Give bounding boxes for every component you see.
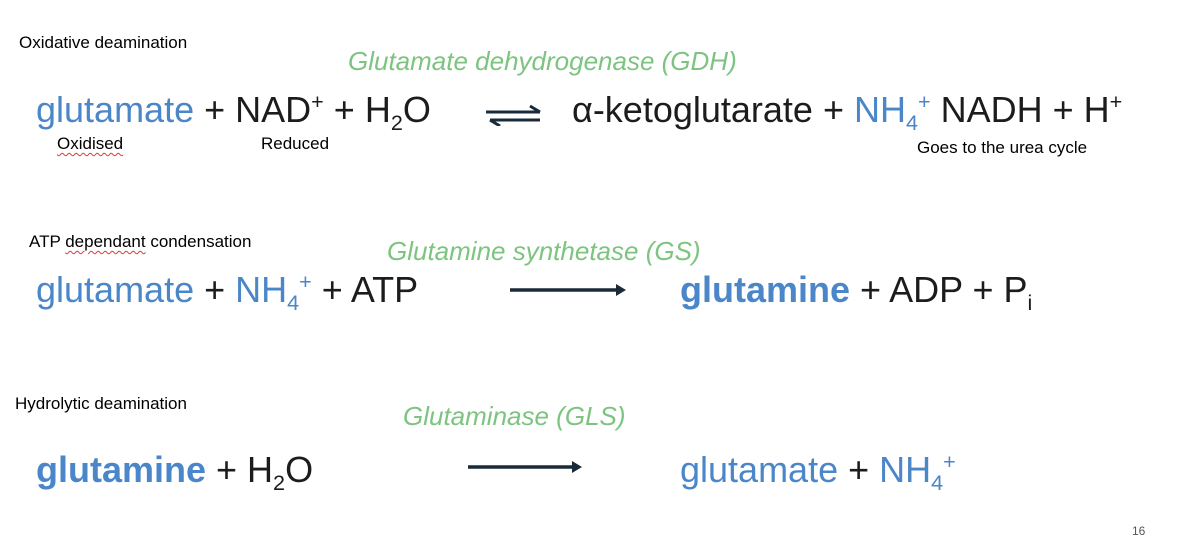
page-number: 16: [1132, 524, 1146, 538]
enzyme-gs: Glutamine synthetase (GS): [387, 236, 701, 266]
reactant-glutamate: glutamate: [36, 269, 195, 310]
product-ammonium: NH4+: [879, 449, 956, 496]
equation-atp: glutamate + NH4+ + ATP: [36, 269, 419, 316]
plus-sign: +: [194, 269, 236, 310]
reactant-nad: NAD+: [235, 89, 324, 130]
equation-hydrolytic-products: glutamate + NH4+: [680, 449, 956, 496]
reactant-glutamate: glutamate: [36, 89, 195, 130]
section-title-hydrolytic: Hydrolytic deamination: [15, 394, 187, 413]
plus-sign: +: [962, 269, 1004, 310]
label-oxidised: Oxidised: [57, 134, 124, 153]
reaction-arrow-icon: [468, 461, 582, 473]
reactant-ammonium: NH4+: [235, 269, 312, 316]
enzyme-gls: Glutaminase (GLS): [403, 401, 626, 431]
label-reduced: Reduced: [261, 134, 330, 153]
product-glutamine: glutamine: [680, 269, 851, 310]
plus-sign: +: [323, 89, 365, 130]
section-title-atp: ATP dependant condensation: [29, 232, 252, 251]
product-ammonium: NH4+: [853, 89, 931, 136]
reaction-arrow-icon: [510, 284, 626, 296]
equation-oxidative-products: α-ketoglutarate + NH4+ NADH + H+: [572, 89, 1123, 136]
label-urea-cycle: Goes to the urea cycle: [917, 138, 1088, 157]
plus-sign: +: [850, 269, 890, 310]
reactant-water: H2O: [247, 449, 314, 496]
product-glutamate: glutamate: [680, 449, 839, 490]
reactant-atp: ATP: [350, 269, 419, 310]
reactant-glutamine: glutamine: [36, 449, 207, 490]
product-phosphate: Pi: [1003, 269, 1033, 316]
equation-oxidative: glutamate + NAD+ + H2O: [36, 89, 431, 136]
plus-sign: +: [311, 269, 351, 310]
equation-atp-products: glutamine + ADP + Pi: [680, 269, 1033, 316]
reactant-water: H2O: [364, 89, 431, 136]
plus-sign: +: [838, 449, 880, 490]
equilibrium-arrow-icon: [486, 104, 541, 126]
plus-sign: +: [812, 89, 854, 130]
equation-hydrolytic: glutamine + H2O: [36, 449, 314, 496]
product-nadh: NADH: [930, 89, 1043, 130]
product-adp: ADP: [889, 269, 963, 310]
section-title-oxidative: Oxidative deamination: [19, 33, 188, 52]
plus-sign: +: [1042, 89, 1084, 130]
product-akg: α-ketoglutarate: [572, 89, 813, 130]
product-proton: H+: [1083, 89, 1123, 130]
plus-sign: +: [206, 449, 248, 490]
enzyme-gdh: Glutamate dehydrogenase (GDH): [348, 46, 737, 76]
plus-sign: +: [194, 89, 236, 130]
